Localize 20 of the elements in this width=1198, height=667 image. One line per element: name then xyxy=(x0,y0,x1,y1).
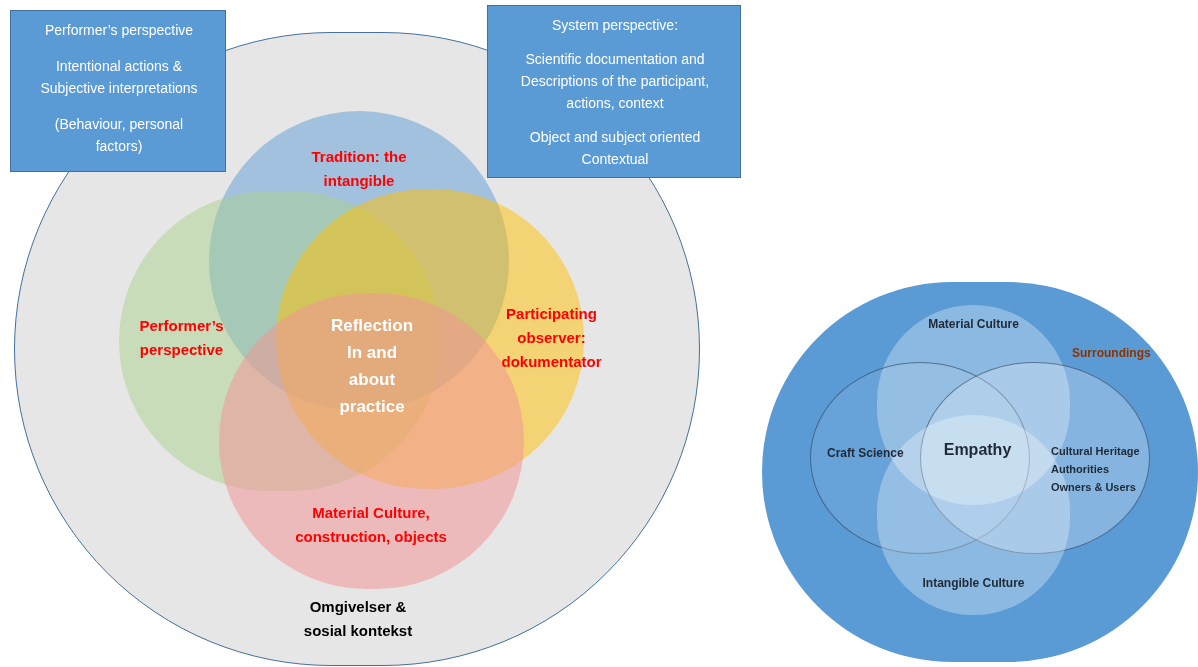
node-text: Object and subject oriented Contextual xyxy=(528,128,702,169)
node-text: Material Culture, construction, objects xyxy=(294,503,448,547)
center-label: Empathy xyxy=(942,440,1013,460)
node-text: Cultural Heritage Authorities Owners & Users xyxy=(1051,444,1141,495)
node-text: System perspective: xyxy=(550,16,680,35)
node-text: Performer’s perspective xyxy=(43,21,195,40)
node-text: Participating observer: dokumentator xyxy=(500,304,603,372)
node-text: Surroundings xyxy=(1072,345,1152,362)
perspective-box xyxy=(487,5,741,178)
node-text: (Behaviour, personal factors) xyxy=(53,115,185,156)
node-text: Intangible Culture xyxy=(921,575,1026,592)
center-label: Reflection In and about practice xyxy=(329,315,415,418)
node-text: Tradition: the intangible xyxy=(310,147,408,191)
node-text: Intentional actions & Subjective interpretations xyxy=(39,57,199,98)
perspective-box xyxy=(10,10,226,172)
node-text: Performer’s perspective xyxy=(138,316,225,360)
node-text: Craft Science xyxy=(827,445,905,462)
node-text: Omgivelser & sosial kontekst xyxy=(302,597,414,641)
node-text: Scientific documentation and Descriptions of the participant, actions, context xyxy=(519,50,711,113)
node-text: Material Culture xyxy=(927,316,1020,333)
